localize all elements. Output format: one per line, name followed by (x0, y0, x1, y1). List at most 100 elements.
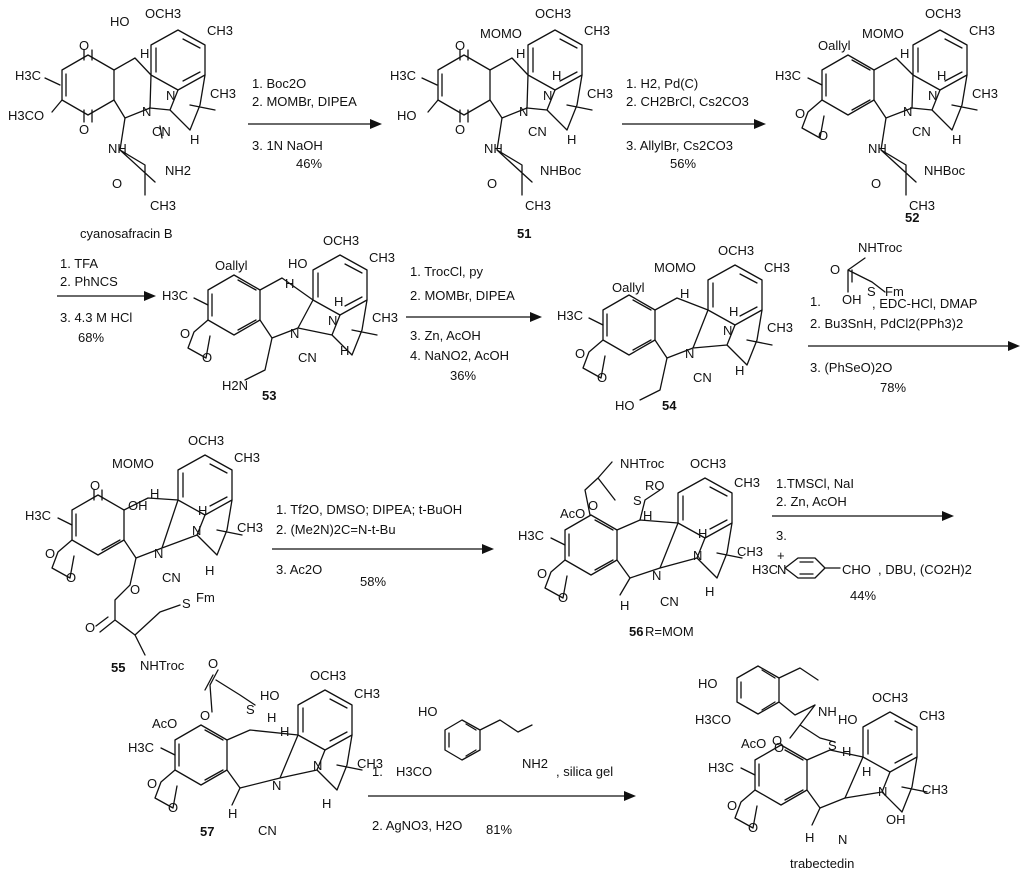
atom-label: H3C (128, 740, 154, 755)
compound-56-r-note: R=MOM (645, 624, 694, 639)
reaction-arrow-step2: 1. H2, Pd(C) 2. CH2BrCl, Cs2CO3 3. Allyl… (622, 76, 766, 171)
atom-label: O (772, 733, 782, 748)
atom-label: HO (418, 704, 438, 719)
atom-label: H3C (15, 68, 41, 83)
compound-57: O OCH3 HO O S CH3 AcO H3C H H N CH3 O O … (128, 656, 383, 839)
atom-label: NHTroc (140, 658, 185, 673)
atom-label: H2N (222, 378, 248, 393)
atom-label: S (828, 738, 837, 753)
atom-label: O (208, 656, 218, 671)
compound-label: 55 (111, 660, 125, 675)
atom-label: CH3 (969, 23, 995, 38)
step6-cond-above-2: 2. (Me2N)2C=N-t-Bu (276, 522, 396, 537)
atom-label: CN (912, 124, 931, 139)
atom-label: AcO (741, 736, 766, 751)
atom-label: CH3 (587, 86, 613, 101)
atom-label: OH (842, 292, 862, 307)
atom-label: HO (615, 398, 635, 413)
atom-label: H3C (390, 68, 416, 83)
step5-reagent-structure: NHTroc O OH S Fm (830, 240, 904, 307)
atom-label: N (928, 88, 937, 103)
atom-label: O (455, 38, 465, 53)
atom-label: CH3 (525, 198, 551, 213)
atom-label: H (705, 584, 714, 599)
step5-cond-above-1b: , EDC-HCl, DMAP (872, 296, 977, 311)
atom-label: Oallyl (612, 280, 645, 295)
step2-yield: 56% (670, 156, 696, 171)
atom-label: H (198, 503, 207, 518)
reaction-arrow-step7: 1.TMSCl, NaI 2. Zn, AcOH 3. H3C N + CHO … (752, 476, 972, 603)
atom-label: N (166, 88, 175, 103)
atom-label: CH3 (372, 310, 398, 325)
atom-label: O (200, 708, 210, 723)
atom-label: CH3 (210, 86, 236, 101)
atom-label: Oallyl (215, 258, 248, 273)
atom-label: AcO (560, 506, 585, 521)
atom-label: HO (260, 688, 280, 703)
atom-label: H (516, 46, 525, 61)
reaction-arrow-step8: HO H3CO NH2 1. , silica gel 2. AgNO3, H2… (368, 704, 636, 837)
atom-label: N (693, 548, 702, 563)
compound-label: 51 (517, 226, 531, 241)
atom-label: N (652, 568, 661, 583)
atom-label: HO (110, 14, 130, 29)
atom-label: O (168, 800, 178, 815)
atom-label: NH2 (522, 756, 548, 771)
step1-cond-above-1: 1. Boc2O (252, 76, 306, 91)
atom-label: RO (645, 478, 665, 493)
compound-label: 54 (662, 398, 677, 413)
atom-label: N (777, 562, 786, 577)
atom-label: O (130, 582, 140, 597)
compound-label: trabectedin (790, 856, 854, 871)
atom-label: H (552, 68, 561, 83)
reaction-arrow-step6: 1. Tf2O, DMSO; DIPEA; t-BuOH 2. (Me2N)2C… (272, 502, 494, 589)
atom-label: CH3 (150, 198, 176, 213)
atom-label: MOMO (112, 456, 154, 471)
atom-label: CN (528, 124, 547, 139)
atom-label: N (903, 104, 912, 119)
atom-label: OCH3 (145, 6, 181, 21)
atom-label: N (543, 88, 552, 103)
step5-yield: 78% (880, 380, 906, 395)
atom-label: NHTroc (858, 240, 903, 255)
atom-label: CH3 (919, 708, 945, 723)
compound-label: 53 (262, 388, 276, 403)
atom-label: CH3 (737, 544, 763, 559)
atom-label: H (620, 598, 629, 613)
atom-label: O (487, 176, 497, 191)
atom-label: H3C (25, 508, 51, 523)
compound-label: cyanosafracin B (80, 226, 173, 241)
atom-label: O (66, 570, 76, 585)
atom-label: OH (128, 498, 148, 513)
atom-label: O (795, 106, 805, 121)
atom-label: O (202, 350, 212, 365)
atom-label: H (190, 132, 199, 147)
atom-label: NHBoc (924, 163, 966, 178)
atom-label: H (280, 724, 289, 739)
atom-label: H (735, 363, 744, 378)
atom-label: OCH3 (310, 668, 346, 683)
atom-label: AcO (152, 716, 177, 731)
atom-label: O (45, 546, 55, 561)
step8-yield: 81% (486, 822, 512, 837)
step5-cond-below-1: 3. (PhSeO)2O (810, 360, 892, 375)
atom-label: MOMO (654, 260, 696, 275)
step3-cond-below-1: 3. 4.3 M HCl (60, 310, 132, 325)
step4-cond-below-2: 4. NaNO2, AcOH (410, 348, 509, 363)
atom-label: H3CO (695, 712, 731, 727)
atom-label: CHO (842, 562, 871, 577)
atom-label: CH3 (354, 686, 380, 701)
step2-cond-above-1: 1. H2, Pd(C) (626, 76, 698, 91)
atom-label: OCH3 (535, 6, 571, 21)
atom-label: H3C (518, 528, 544, 543)
step7-cond-below-1: 3. (776, 528, 787, 543)
atom-label: OCH3 (690, 456, 726, 471)
step8-cond-above-1: 1. (372, 764, 383, 779)
atom-label: N (192, 523, 201, 538)
atom-label: O (774, 740, 784, 755)
compound-trabectedin: HO H3CO NH O OCH3 HO O S CH3 AcO H3C H N… (695, 665, 948, 871)
atom-label: O (830, 262, 840, 277)
compound-label: 56 (629, 624, 643, 639)
atom-label: N (272, 778, 281, 793)
